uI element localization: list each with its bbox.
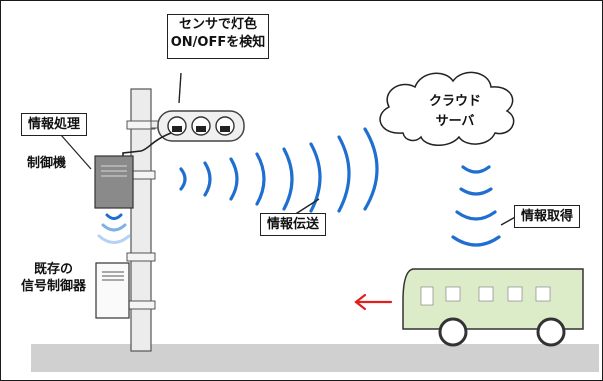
sensor-cable: [122, 132, 172, 163]
sensor-callout-leader: [178, 72, 182, 104]
signal-pole: [130, 88, 152, 352]
existing-controller-label-1: 既存の: [34, 262, 74, 277]
pole-band: [126, 252, 156, 262]
pole-band: [126, 300, 156, 310]
sensor-text-line2: ON/OFFを検知: [170, 35, 266, 50]
controller-label: 制御機: [27, 156, 67, 171]
cloud-label: クラウド サーバ: [409, 92, 501, 132]
ground: [31, 344, 599, 372]
cloud-label-line2: サーバ: [435, 114, 475, 129]
controller-box: [94, 155, 134, 209]
sensor-lamps: [167, 116, 235, 136]
sensor-callout: センサで灯色 ON/OFFを検知: [167, 14, 269, 59]
existing-controller-label-2: 信号制御器: [21, 279, 87, 294]
info-processing-label: 情報処理: [21, 113, 88, 136]
cloud-label-line1: クラウド: [428, 94, 481, 109]
acquisition-waves: [451, 165, 501, 247]
existing-controller-box: [95, 262, 130, 319]
transmission-waves: [179, 127, 379, 213]
acquisition-label: 情報取得: [514, 205, 581, 228]
bus: [402, 268, 584, 347]
cloud-shape: [379, 71, 515, 146]
sensor-text-line1: センサで灯色: [178, 17, 257, 32]
transmission-label: 情報伝送: [260, 213, 327, 236]
controller-waves: [97, 213, 131, 244]
transmission-callout-leader: [293, 198, 320, 216]
info-processing-leader: [60, 134, 92, 170]
direction-arrow: [354, 293, 393, 311]
